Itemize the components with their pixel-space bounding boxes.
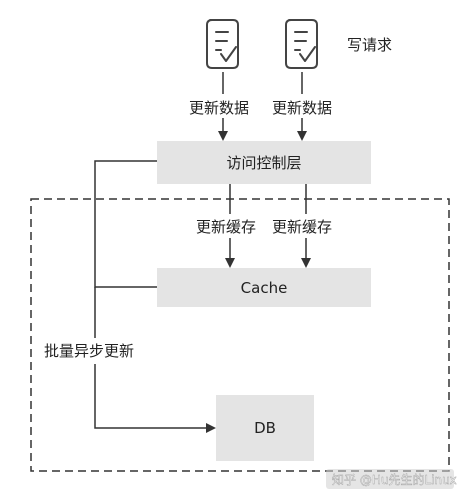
batch-async-update-label: 批量异步更新 — [44, 342, 134, 360]
db-label: DB — [254, 419, 276, 437]
cache-box — [157, 268, 371, 307]
update-cache-label: 更新缓存 — [272, 218, 332, 236]
cache-label: Cache — [241, 279, 288, 297]
db-box — [216, 395, 314, 461]
update-data-label: 更新数据 — [272, 99, 332, 117]
update-cache-label: 更新缓存 — [196, 218, 256, 236]
batch-async-arrow — [94, 364, 216, 433]
request-document-icon — [206, 19, 239, 69]
access-control-layer-box — [157, 141, 371, 184]
request-document-icon — [285, 19, 318, 69]
watermark-text: 知乎 @Hu先生的Linux — [332, 472, 457, 487]
dashed-boundary — [30, 198, 450, 472]
write-request-label: 写请求 — [347, 36, 392, 54]
watermark: 知乎 @Hu先生的Linux — [326, 469, 457, 489]
update-data-label: 更新数据 — [189, 99, 249, 117]
access-control-layer-label: 访问控制层 — [226, 154, 301, 172]
batch-async-line — [94, 160, 157, 288]
